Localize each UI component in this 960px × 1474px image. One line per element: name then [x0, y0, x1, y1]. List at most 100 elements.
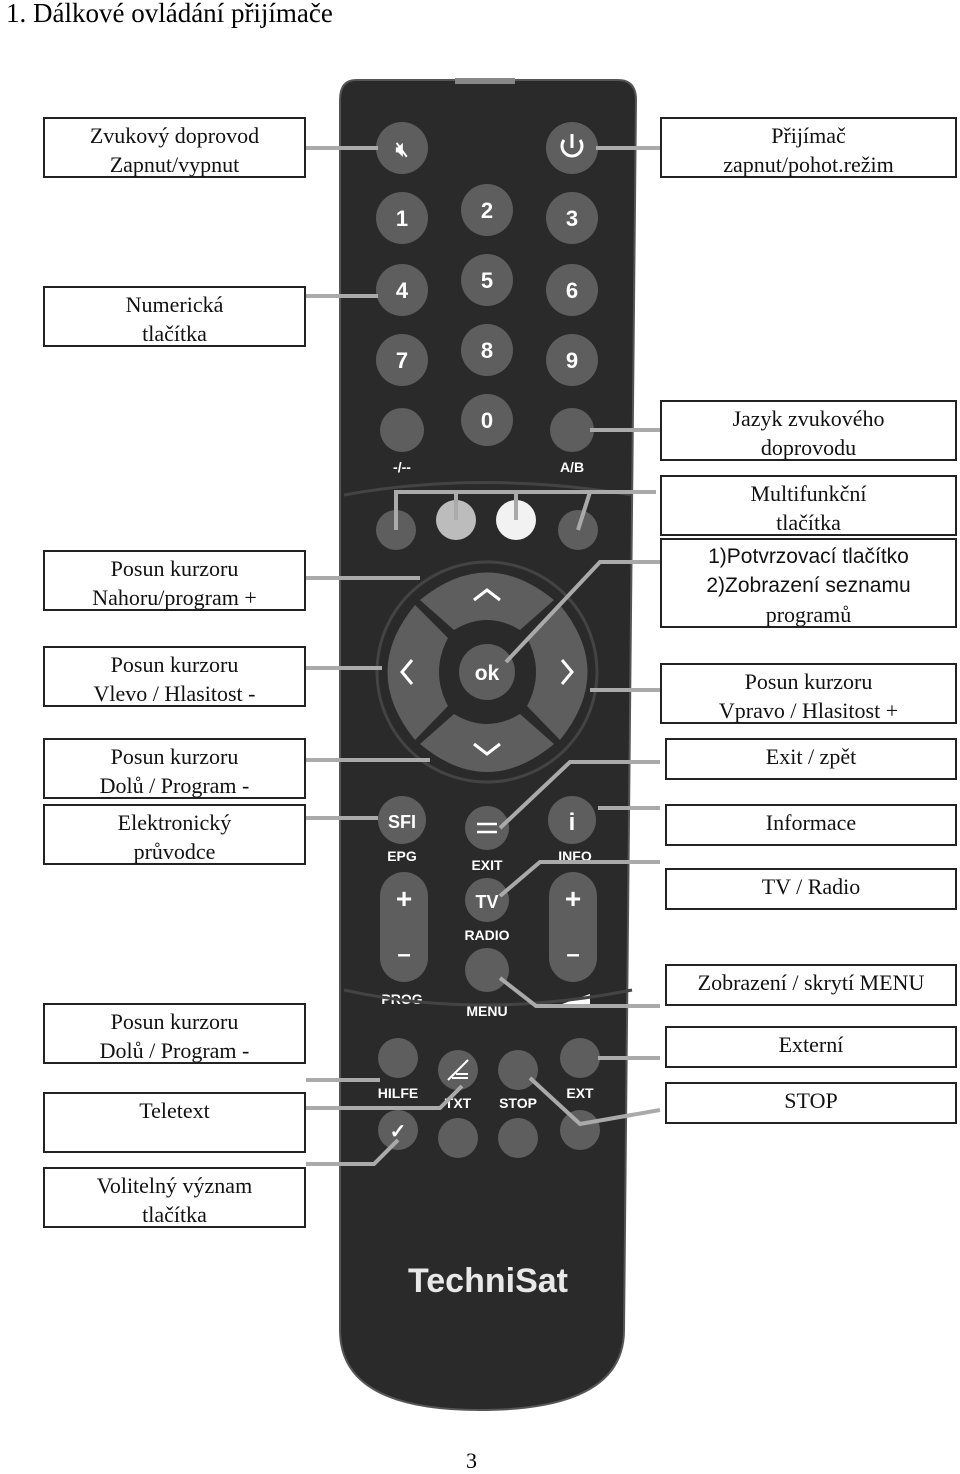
number-key-5	[461, 254, 513, 306]
page-heading: 1. Dálkové ovládání přijímače	[6, 0, 333, 28]
dash-label: -/--	[393, 459, 411, 475]
label-down-line2: Dolů / Program -	[99, 773, 250, 798]
label-teletext: Teletext	[43, 1092, 306, 1153]
label-up-line1: Posun kurzoru	[110, 556, 239, 581]
label-up-line2: Nahoru/program +	[92, 585, 257, 610]
vol-plus-label: +	[565, 883, 581, 914]
number-key-6	[546, 264, 598, 316]
label-mute: Zvukový doprovod Zapnut/vypnut	[43, 117, 306, 178]
ok-label: ok	[475, 662, 500, 685]
label-mute-line1: Zvukový doprovod	[89, 123, 260, 148]
exit-icon	[477, 822, 497, 834]
label-prog: Posun kurzoru Dolů / Program -	[43, 1003, 306, 1064]
hilfe-button	[378, 1038, 418, 1078]
label-stop: STOP	[665, 1082, 957, 1124]
number-key-label: 3	[566, 206, 578, 231]
info-button	[548, 796, 596, 844]
dpad-up	[420, 572, 554, 630]
number-key-label: 0	[481, 408, 493, 433]
chevron-down-icon	[473, 742, 501, 756]
label-right-line2: Vpravo / Hlasitost +	[718, 698, 899, 723]
label-down-line1: Posun kurzoru	[110, 744, 239, 769]
exit-label: EXIT	[471, 857, 503, 873]
dpad-right	[527, 605, 588, 740]
tv-label: TV	[475, 892, 498, 912]
ok-button	[459, 644, 515, 700]
label-numeric-line2: tlačítka	[142, 321, 207, 346]
label-teletext-line1: Teletext	[139, 1098, 210, 1123]
number-key-label: 5	[481, 268, 493, 293]
number-key-label: 2	[481, 198, 493, 223]
label-info: Informace	[665, 804, 957, 846]
label-up: Posun kurzoru Nahoru/program +	[43, 550, 306, 611]
mute-icon: 🔇︎	[396, 139, 409, 161]
bottom-key-2	[438, 1118, 478, 1158]
label-numeric: Numerická tlačítka	[43, 286, 306, 347]
label-menu: Zobrazení / skrytí MENU	[665, 964, 957, 1006]
color-key-bar	[343, 481, 633, 497]
label-prog-line1: Posun kurzoru	[110, 1009, 239, 1034]
label-ok-line1: 1)Potvrzovací tlačítko	[708, 545, 909, 568]
info-icon: i	[569, 809, 576, 836]
menu-button	[465, 948, 509, 992]
chevron-right-icon	[560, 659, 574, 685]
label-power-line1: Přijímač	[771, 123, 846, 148]
label-epg-line1: Elektronický	[117, 810, 232, 835]
sfi-label: SFI	[388, 812, 416, 832]
epg-label: EPG	[387, 848, 417, 864]
number-key-label: 7	[396, 348, 408, 373]
label-power: Přijímač zapnut/pohot.režim	[660, 117, 957, 178]
label-left-line1: Posun kurzoru	[110, 652, 239, 677]
radio-label: RADIO	[464, 927, 509, 943]
remote-top-notch	[455, 78, 515, 84]
number-key-7	[376, 334, 428, 386]
volume-rocker	[549, 872, 597, 982]
number-key-label: 8	[481, 338, 493, 363]
label-exit: Exit / zpět	[665, 738, 957, 780]
exit-button	[465, 806, 509, 850]
bottom-key-4	[560, 1110, 600, 1150]
label-right-line1: Posun kurzoru	[744, 669, 873, 694]
mute-button	[376, 122, 428, 174]
label-ok-line2: 2)Zobrazení seznamu	[706, 574, 911, 597]
prog-minus-label: –	[397, 941, 410, 968]
check-button	[378, 1110, 418, 1150]
label-epg-line2: průvodce	[133, 839, 216, 864]
menu-label: MENU	[466, 1003, 507, 1019]
label-multi: Multifunkční tlačítka	[660, 475, 957, 536]
label-left: Posun kurzoru Vlevo / Hlasitost -	[43, 646, 306, 707]
chevron-left-icon	[400, 659, 414, 685]
teletext-icon	[447, 1059, 469, 1081]
number-key-label: 4	[396, 278, 409, 303]
label-audio-lang: Jazyk zvukového doprovodu	[660, 400, 957, 461]
label-tv-radio: TV / Radio	[665, 868, 957, 910]
bottom-key-3	[498, 1118, 538, 1158]
prog-plus-label: +	[396, 883, 412, 914]
label-ext-line1: Externí	[778, 1032, 844, 1057]
sfi-button	[378, 796, 426, 844]
label-mute-line2: Zapnut/vypnut	[109, 152, 240, 177]
label-audio-lang-line2: doprovodu	[760, 435, 857, 460]
label-power-line2: zapnut/pohot.režim	[723, 152, 894, 177]
label-right: Posun kurzoru Vpravo / Hlasitost +	[660, 663, 957, 724]
dash-button	[380, 408, 424, 452]
prog-rocker	[380, 872, 428, 982]
dpad-down	[420, 714, 554, 772]
number-key-label: 9	[566, 348, 578, 373]
label-ext: Externí	[665, 1026, 957, 1068]
label-menu-line1: Zobrazení / skrytí MENU	[697, 970, 925, 995]
label-epg: Elektronický průvodce	[43, 804, 306, 865]
label-down: Posun kurzoru Dolů / Program -	[43, 738, 306, 799]
label-stop-line1: STOP	[784, 1088, 838, 1113]
brand-logo: TechniSat	[408, 1262, 568, 1300]
label-multi-line2: tlačítka	[776, 510, 841, 535]
label-numeric-line1: Numerická	[125, 292, 224, 317]
label-multi-line1: Multifunkční	[750, 481, 867, 506]
stop-label: STOP	[499, 1095, 537, 1111]
number-key-label: 1	[396, 206, 408, 231]
number-key-8	[461, 324, 513, 376]
ab-label: A/B	[560, 459, 584, 475]
chevron-up-icon	[473, 588, 501, 602]
